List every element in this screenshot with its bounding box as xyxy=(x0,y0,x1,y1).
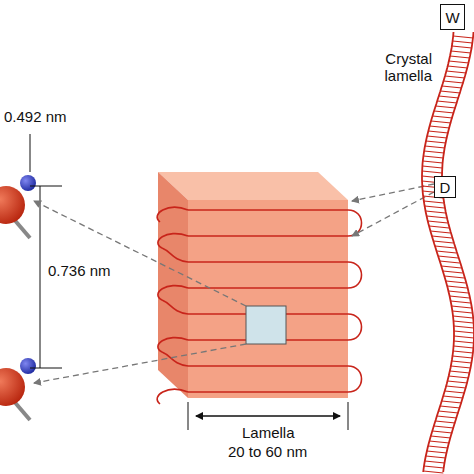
crystal-lamella-band xyxy=(422,32,474,473)
molecule-atoms xyxy=(0,175,36,420)
dimension-label: 0.736 nm xyxy=(46,262,113,279)
dimension-label: 0.492 nm xyxy=(2,108,69,125)
box-letter: W xyxy=(445,9,459,26)
letter-box: D xyxy=(434,176,456,198)
dimension-label: 20 to 60 nm xyxy=(226,443,309,460)
folded-chains xyxy=(157,184,361,404)
part-label: Crystal lamella xyxy=(358,50,434,84)
dimension-label: Lamella xyxy=(240,424,297,441)
dimension-line xyxy=(30,134,31,172)
box-letter: D xyxy=(440,179,451,196)
unit-cell-window xyxy=(246,306,286,344)
lamella-block xyxy=(158,172,348,398)
letter-box: W xyxy=(440,4,465,30)
leader-arrow xyxy=(34,184,434,383)
